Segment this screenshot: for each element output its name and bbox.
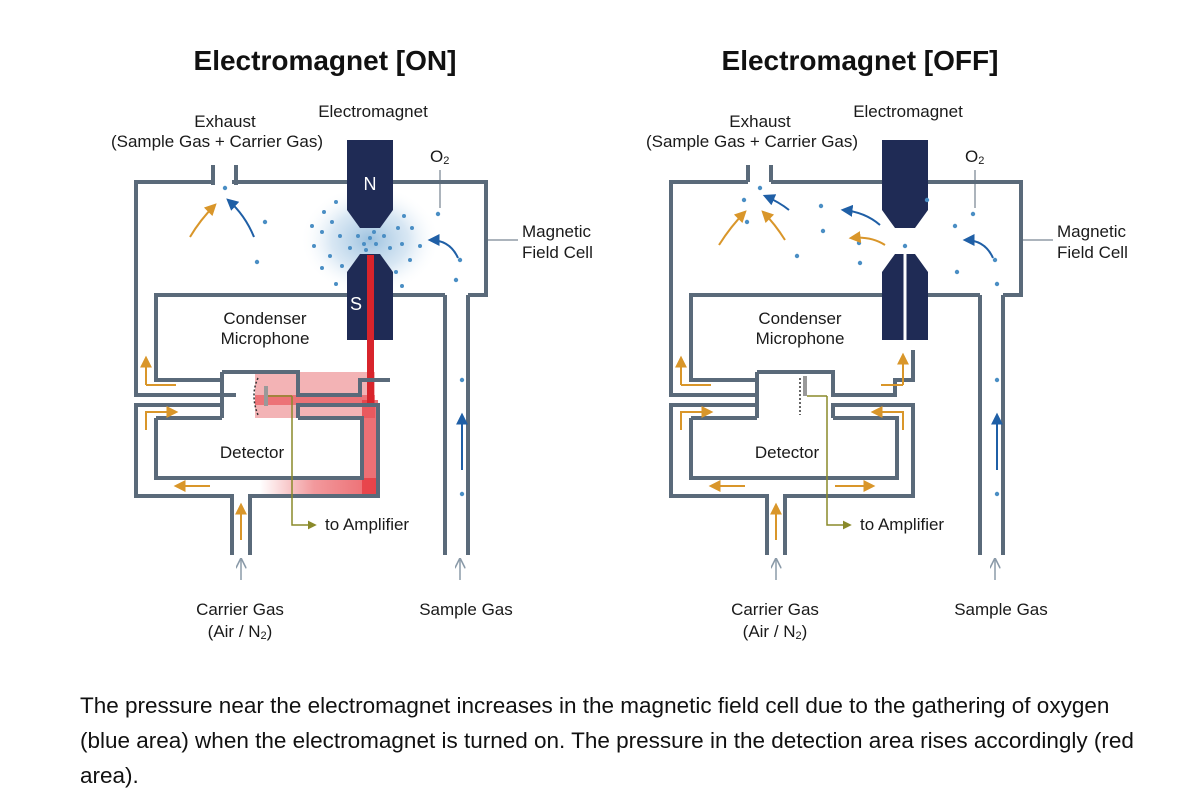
to-amplifier-label: to Amplifier: [860, 515, 944, 534]
panel-title: Electromagnet [ON]: [194, 45, 457, 76]
to-amplifier-label: to Amplifier: [325, 515, 409, 534]
detector-label: Detector: [755, 443, 820, 462]
oxygen-molecules: [222, 185, 465, 497]
carrier-gas-detail-label: (Air / N2): [743, 622, 808, 642]
magnetic-field-cell-label-2: Field Cell: [1057, 243, 1128, 262]
oxygen-molecules: [741, 185, 1000, 497]
panel-electromagnet-off: Electromagnet [OFF]: [535, 0, 1135, 680]
o2-label: O2: [965, 147, 984, 167]
magnetic-field-cell-label-1: Magnetic: [522, 222, 591, 241]
sample-gas-label: Sample Gas: [419, 600, 513, 619]
diagram-off: Electromagnet [OFF]: [646, 45, 1128, 642]
detector-label: Detector: [220, 443, 285, 462]
carrier-gas-label: Carrier Gas: [731, 600, 819, 619]
pipe-network: [669, 165, 1023, 555]
condenser-label-1: Condenser: [223, 309, 307, 328]
exhaust-detail-label: (Sample Gas + Carrier Gas): [111, 132, 323, 151]
sample-gas-label: Sample Gas: [954, 600, 1048, 619]
pole-n-label: N: [364, 174, 377, 194]
panel-electromagnet-on: Electromagnet [ON]: [0, 0, 600, 680]
exhaust-detail-label: (Sample Gas + Carrier Gas): [646, 132, 858, 151]
carrier-gas-detail-label: (Air / N2): [208, 622, 273, 642]
figure-caption: The pressure near the electromagnet incr…: [80, 693, 1134, 788]
condenser-label-1: Condenser: [758, 309, 842, 328]
electromagnet-label: Electromagnet: [853, 102, 963, 121]
pole-s-label: S: [350, 294, 362, 314]
magnetic-field-cell-label-1: Magnetic: [1057, 222, 1126, 241]
panel-title: Electromagnet [OFF]: [722, 45, 999, 76]
exhaust-label: Exhaust: [194, 112, 256, 131]
amplifier-line: [291, 396, 317, 530]
s-pole-red-stripe: [367, 255, 374, 350]
condenser-label-2: Microphone: [221, 329, 310, 348]
diagram-on: Electromagnet [ON]: [111, 45, 593, 642]
exhaust-label: Exhaust: [729, 112, 791, 131]
flow-arrows: [140, 170, 518, 580]
magnetic-field-cell-label-2: Field Cell: [522, 243, 593, 262]
electromagnet-label: Electromagnet: [318, 102, 428, 121]
condenser-label-2: Microphone: [756, 329, 845, 348]
electromagnet: [882, 140, 928, 342]
carrier-gas-label: Carrier Gas: [196, 600, 284, 619]
condenser-microphone: [759, 374, 852, 530]
electromagnet: N S: [347, 140, 393, 350]
pipe-network: [134, 165, 488, 555]
flow-arrows: [675, 170, 1053, 580]
amplifier-line: [826, 396, 852, 530]
o2-label: O2: [430, 147, 449, 167]
condenser-microphone: [253, 377, 317, 530]
